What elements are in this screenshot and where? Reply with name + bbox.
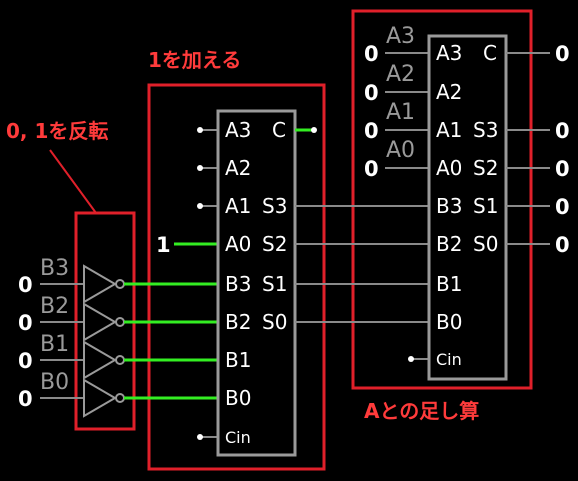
inverter-input-b3: B3 [40, 256, 69, 281]
adder1-pin-s0: S0 [262, 310, 287, 334]
adder2-output-c: 0 [555, 42, 570, 66]
adder1-pin-s2: S2 [262, 232, 287, 256]
not-gate-b2 [83, 302, 125, 342]
adder1-pin-b0: B0 [225, 386, 251, 410]
adder2-value-a1[interactable]: 0 [364, 119, 379, 143]
inverter-value-b1[interactable]: 0 [18, 349, 33, 373]
inverter-input-b2: B2 [40, 294, 69, 319]
adder2-input-a1: A1 [386, 100, 415, 125]
adder1-pin-a2: A2 [225, 156, 251, 180]
adder2-pin-a3: A3 [436, 41, 462, 65]
adder2-pin-c: C [483, 41, 497, 65]
adder2-pin-s2: S2 [473, 156, 498, 180]
adder1-pin-b2: B2 [225, 310, 251, 334]
not-gate-b0 [83, 378, 125, 418]
adder1-carry-dot [311, 127, 317, 133]
adder1-pin-a3: A3 [225, 118, 251, 142]
adder2-pin-s3: S3 [473, 118, 498, 142]
adder2-pin-b0: B0 [436, 310, 462, 334]
inverter-value-b0[interactable]: 0 [18, 387, 33, 411]
adder2-input-a0: A0 [386, 138, 415, 163]
add-a-label: Aとの足し算 [364, 399, 479, 423]
adder2-output-s0: 0 [555, 233, 570, 257]
adder2-input-a3: A3 [386, 24, 415, 49]
adder2-value-a3[interactable]: 0 [364, 42, 379, 66]
adder2-pin-s0: S0 [473, 232, 498, 256]
invert-pointer-line [49, 149, 97, 214]
not-gate-b1 [83, 340, 125, 380]
inverter-value-b2[interactable]: 0 [18, 311, 33, 335]
adder1-pin-b1: B1 [225, 348, 251, 372]
adder1-pin-s1: S1 [262, 272, 287, 296]
adder1-pin-a1: A1 [225, 194, 251, 218]
adder2-value-a2[interactable]: 0 [364, 81, 379, 105]
adder2-pin-b2: B2 [436, 232, 462, 256]
adder2-cin-dot [408, 356, 414, 362]
adder2-pin-b3: B3 [436, 194, 462, 218]
adder2-output-s1: 0 [555, 195, 570, 219]
adder1-cin-dot [197, 434, 203, 440]
adder2-pin-a1: A1 [436, 118, 462, 142]
adder1-a2-dot [197, 165, 203, 171]
adder2-pin-s1: S1 [473, 194, 498, 218]
adder1-a0-value[interactable]: 1 [156, 233, 171, 257]
adder2-input-a2: A2 [386, 62, 415, 87]
adder2-pin-a2: A2 [436, 80, 462, 104]
adder1-pin-a0: A0 [225, 232, 251, 256]
adder1-pin-b3: B3 [225, 272, 251, 296]
adder1-box [216, 109, 297, 457]
adder1-a1-dot [197, 203, 203, 209]
inverter-input-b0: B0 [40, 370, 69, 395]
adder1-pin-s3: S3 [262, 194, 287, 218]
adder2-pin-b1: B1 [436, 272, 462, 296]
not-gate-b3 [83, 264, 125, 304]
invert-label: 0, 1を反転 [6, 119, 108, 143]
adder2-output-s3: 0 [555, 119, 570, 143]
add-one-label: 1を加える [148, 48, 241, 72]
adder2-output-s2: 0 [555, 157, 570, 181]
adder1-pin-cin: Cin [225, 428, 251, 447]
add-a-frame [351, 9, 533, 390]
adder2-pin-a0: A0 [436, 156, 462, 180]
adder2-box [427, 34, 508, 381]
adder2-pin-cin: Cin [436, 350, 462, 369]
adder2-value-a0[interactable]: 0 [364, 157, 379, 181]
adder1-pin-c: C [272, 118, 286, 142]
adder1-a3-dot [197, 127, 203, 133]
inverter-input-b1: B1 [40, 332, 69, 357]
add-one-frame [147, 83, 326, 471]
inverter-value-b3[interactable]: 0 [18, 273, 33, 297]
